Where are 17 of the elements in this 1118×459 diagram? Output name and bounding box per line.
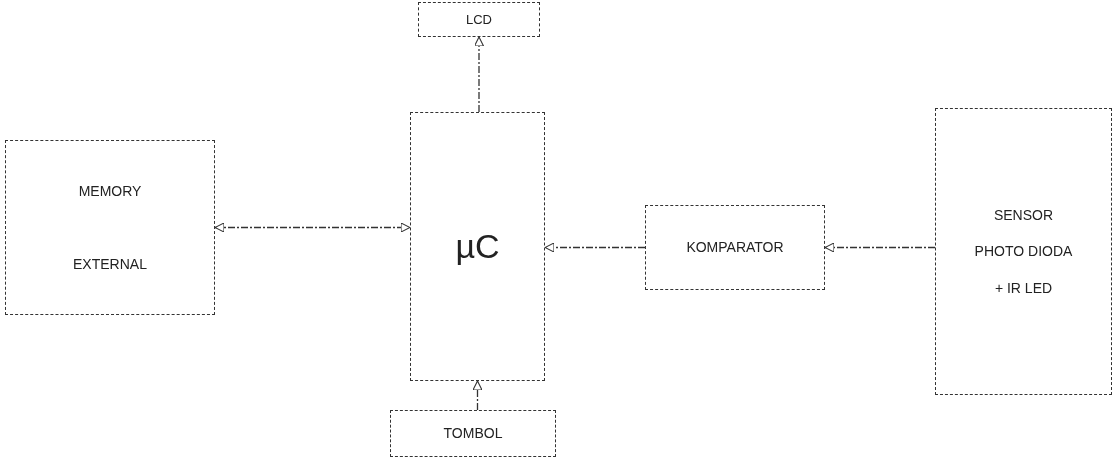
block-label: KOMPARATOR	[686, 239, 784, 256]
block-label: TOMBOL	[443, 425, 503, 442]
block-box	[410, 112, 545, 381]
arrow	[214, 222, 411, 233]
block-label: MEMORY EXTERNAL	[72, 181, 148, 274]
block-label: LCD	[466, 11, 492, 28]
arrow	[472, 380, 483, 411]
block-box	[935, 108, 1112, 395]
arrow	[824, 242, 936, 253]
block-box	[418, 2, 540, 37]
block-box	[390, 410, 556, 457]
arrow	[544, 242, 646, 253]
block-box	[645, 205, 825, 290]
block-box	[5, 140, 215, 315]
arrow	[473, 36, 485, 113]
block-label: µC	[455, 226, 500, 267]
block-label: SENSOR PHOTO DIODA + IR LED	[973, 205, 1074, 298]
